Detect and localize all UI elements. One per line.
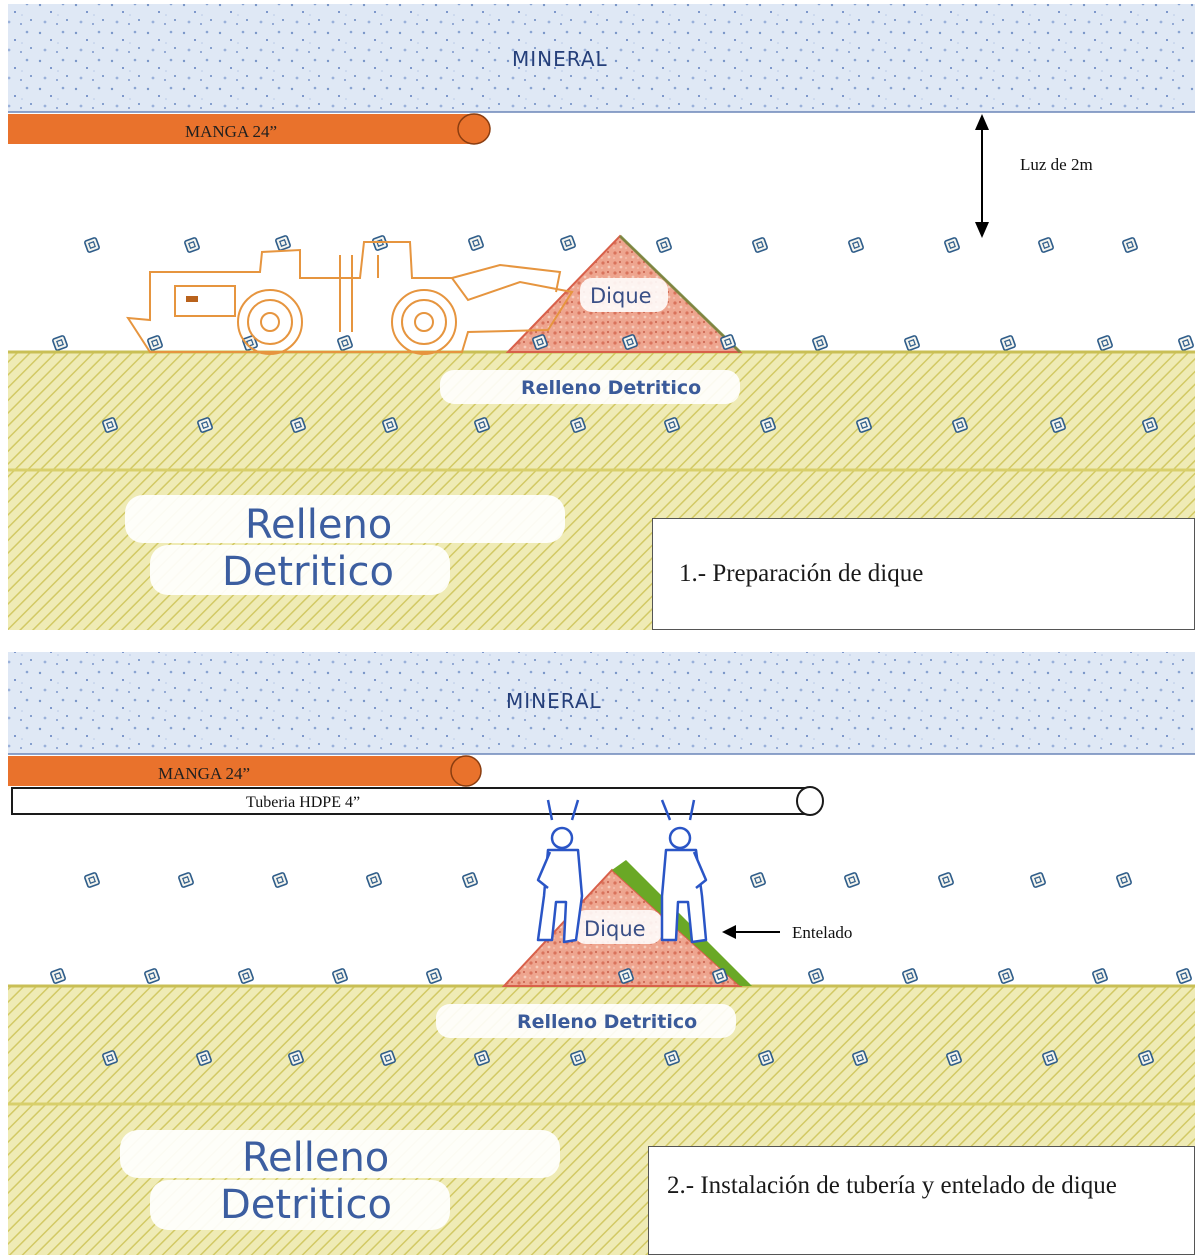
panel-1-diagram: MINERAL MANGA 24” Luz de 2m	[8, 4, 1195, 630]
mineral-layer	[8, 652, 1195, 754]
mineral-layer	[8, 4, 1195, 112]
dike: Dique	[501, 860, 752, 987]
clearance-label: Luz de 2m	[1020, 155, 1093, 174]
liner-arrow: Entelado	[722, 923, 852, 942]
fill-label-small: Relleno Detritico	[521, 377, 701, 399]
fill-label-small: Relleno Detritico	[517, 1011, 697, 1033]
worker-icon	[660, 799, 708, 944]
dike-label: Dique	[590, 284, 652, 308]
step-caption: 2.- Instalación de tubería y entelado de…	[648, 1146, 1195, 1255]
liner-label: Entelado	[792, 923, 852, 942]
manga-duct: MANGA 24”	[8, 755, 482, 787]
manga-label: MANGA 24”	[158, 764, 250, 783]
hdpe-pipe: Tuberia HDPE 4”	[11, 786, 824, 816]
panel-dike-preparation: MINERAL MANGA 24” Luz de 2m	[8, 4, 1195, 630]
manga-label: MANGA 24”	[185, 122, 277, 141]
worker-icon	[536, 799, 584, 944]
step-caption-text: 2.- Instalación de tubería y entelado de…	[667, 1172, 1117, 1199]
step-caption-text: 1.- Preparación de dique	[679, 560, 924, 587]
loader-icon	[126, 241, 574, 355]
fill-label-large-line2: Detritico	[222, 549, 394, 595]
dike: Dique	[505, 234, 743, 354]
fill-label-large-line1: Relleno	[245, 502, 392, 548]
fill-label-large-line2: Detritico	[220, 1182, 392, 1228]
dike-label: Dique	[584, 917, 646, 941]
step-caption: 1.- Preparación de dique	[652, 518, 1195, 630]
pipe-label: Tuberia HDPE 4”	[246, 794, 360, 811]
mineral-label: MINERAL	[512, 47, 608, 71]
clearance-arrow: Luz de 2m	[975, 114, 1093, 238]
mineral-label: MINERAL	[506, 689, 602, 713]
fill-label-large-line1: Relleno	[242, 1135, 389, 1181]
manga-duct: MANGA 24”	[8, 113, 491, 145]
